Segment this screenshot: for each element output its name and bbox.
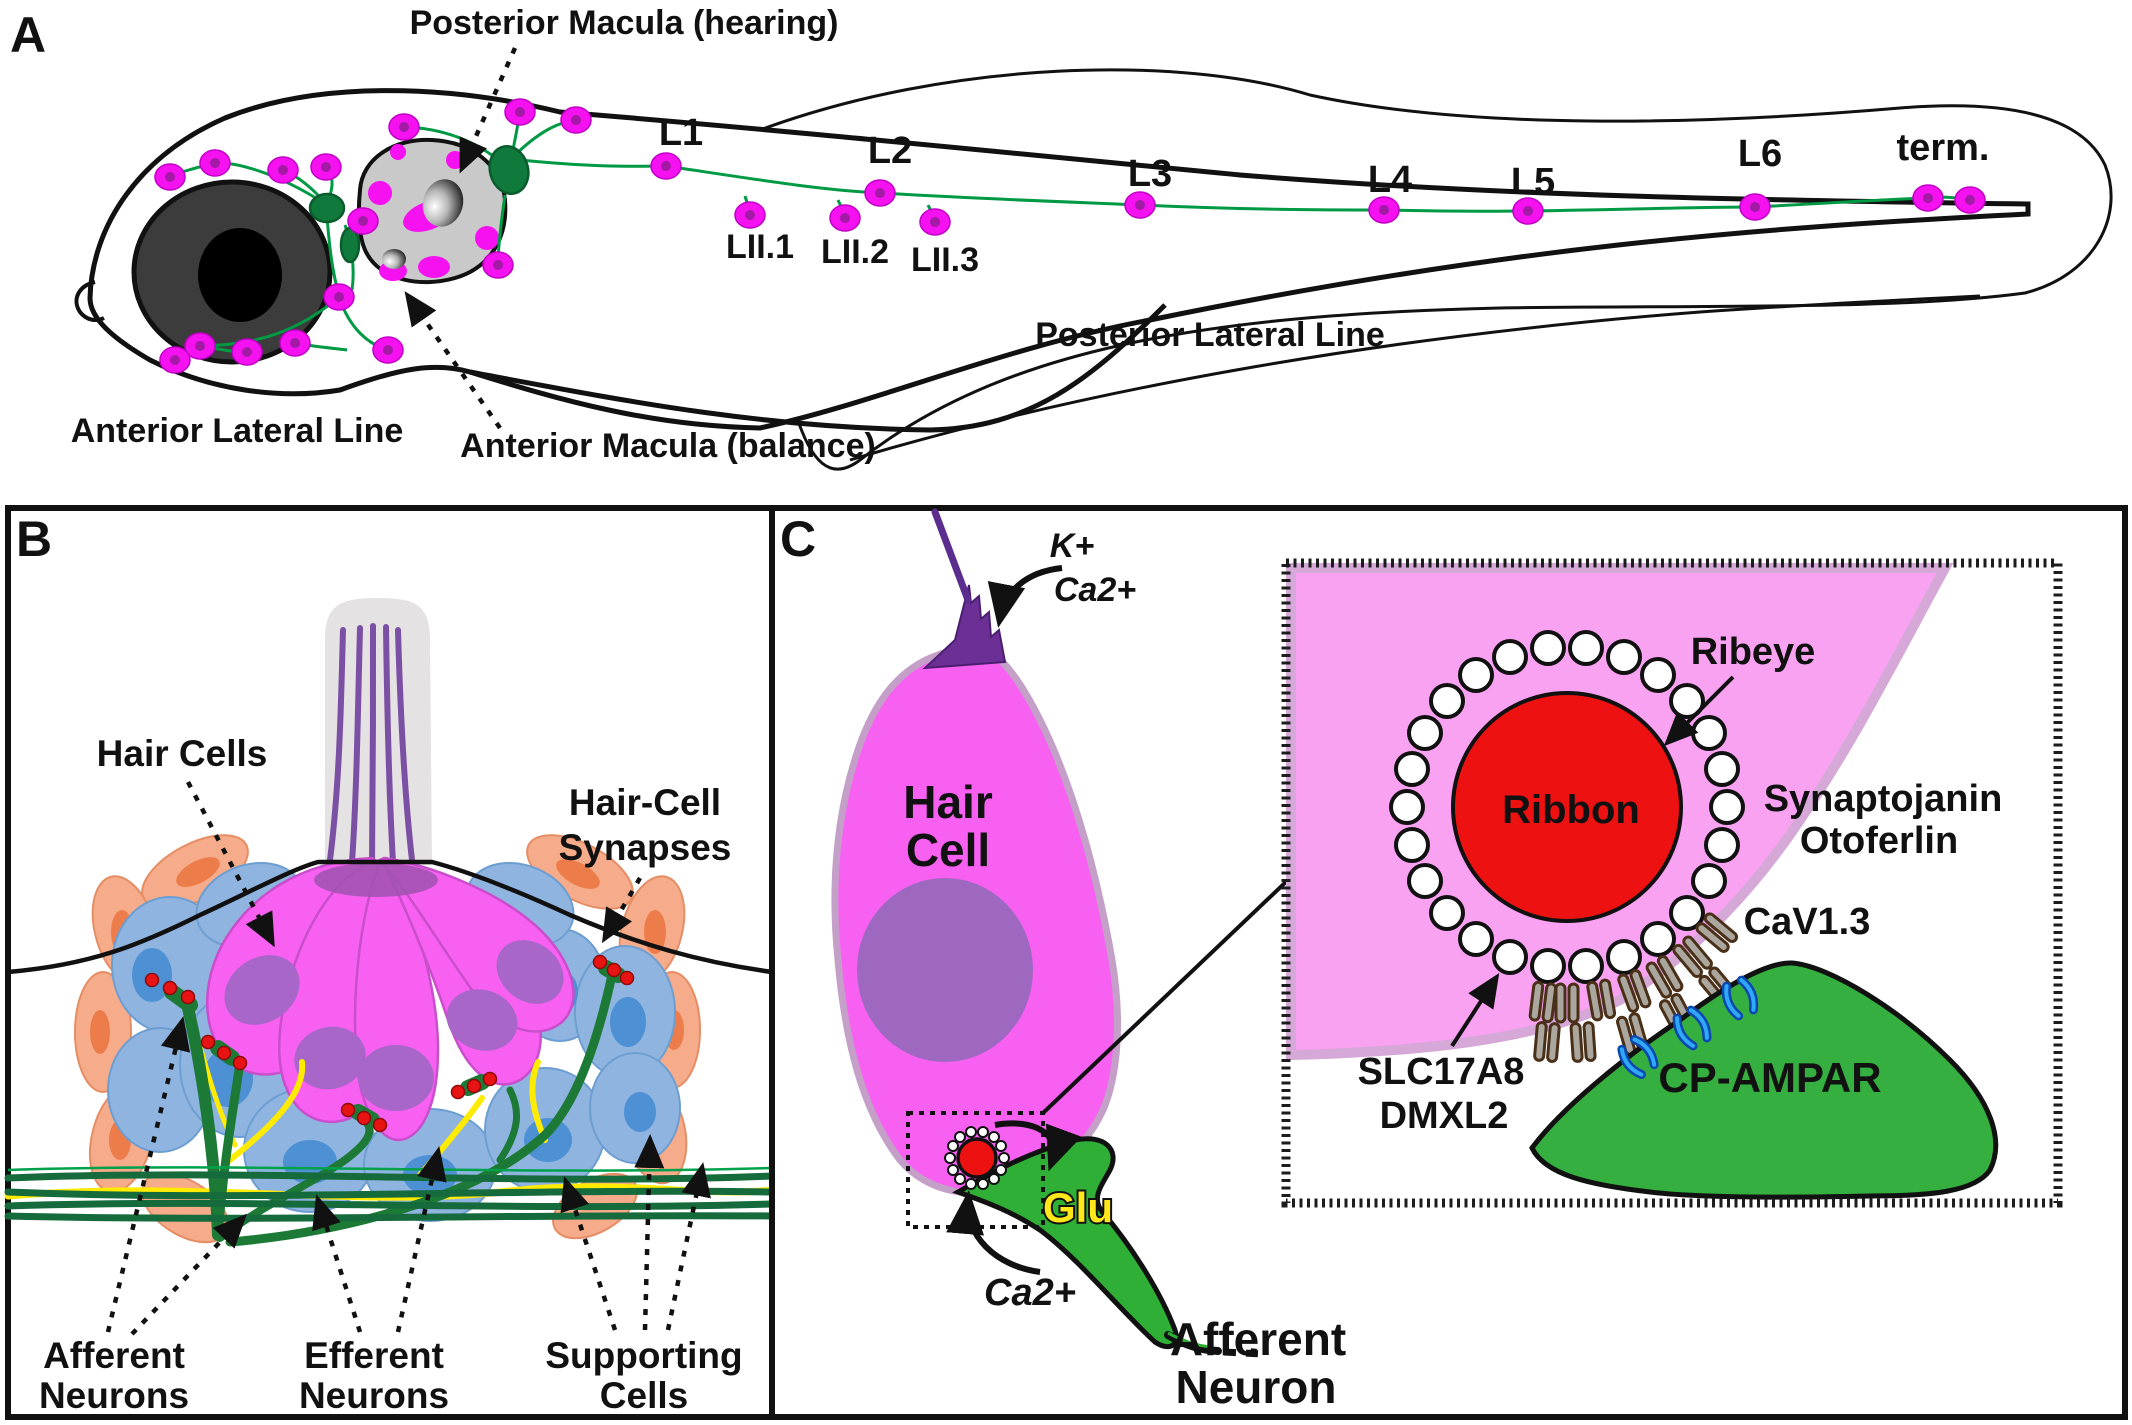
otoferlin-label: Otoferlin bbox=[1800, 820, 1958, 862]
label-lii2: LII.2 bbox=[821, 233, 889, 271]
afferent-terminal-tail-dashed bbox=[1223, 1348, 1263, 1358]
ribeye-label: Ribeye bbox=[1691, 631, 1816, 673]
hair-cell-nucleus bbox=[857, 878, 1033, 1062]
hair-cell-apical-band bbox=[314, 863, 438, 897]
fish-mouth bbox=[74, 280, 105, 322]
posterior-macula-arrow bbox=[459, 47, 518, 174]
mechanotransduction-arrow bbox=[987, 565, 1063, 628]
glu-label: Glu bbox=[1043, 1184, 1113, 1231]
anterior-macula-label: Anterior Macula (balance) bbox=[460, 427, 876, 465]
efferent-arrow-2 bbox=[395, 1146, 447, 1333]
ribeye-arrow bbox=[1663, 675, 1735, 747]
afferent-neuron-label-1: Afferent bbox=[1170, 1313, 1346, 1365]
label-lii3: LII.3 bbox=[911, 241, 979, 279]
panel-c-synapse: C K+ Ca2+ Hair Cell Glu Ca2+ Afferent Ne… bbox=[769, 505, 2128, 1420]
efferent-neurons-label-2: Neurons bbox=[299, 1375, 449, 1416]
afferent-neurons-label-1: Afferent bbox=[43, 1335, 185, 1376]
label-l5: L5 bbox=[1511, 161, 1555, 203]
inset-vesicle-ring bbox=[1389, 630, 1745, 984]
cranial-ganglia bbox=[308, 145, 530, 264]
roi-vesicle-ring bbox=[944, 1126, 1010, 1190]
fish-yolk-line bbox=[469, 303, 1167, 433]
label-l1: L1 bbox=[659, 112, 703, 154]
panel-c-tag: C bbox=[780, 511, 816, 567]
synaptojanin-label: Synaptojanin bbox=[1764, 778, 2003, 820]
slc17a8-label: SLC17A8 bbox=[1358, 1051, 1525, 1093]
supporting-arrow-3 bbox=[665, 1162, 711, 1331]
anterior-macula-arrow bbox=[404, 291, 502, 430]
stereocilia-bundle bbox=[327, 623, 415, 866]
inset-ribbon bbox=[1451, 691, 1683, 923]
skin-line bbox=[7, 859, 773, 975]
supporting-arrow-2 bbox=[634, 1134, 665, 1331]
label-l4: L4 bbox=[1368, 159, 1412, 201]
ribbon-label: Ribbon bbox=[1502, 788, 1640, 832]
k-ion-label: K+ bbox=[1050, 527, 1095, 565]
panel-a-larva-overview: A bbox=[10, 4, 2113, 471]
hair-cell-stereocilia bbox=[922, 584, 1007, 670]
posterior-otolith bbox=[422, 179, 464, 227]
hair-cells-label: Hair Cells bbox=[97, 733, 268, 774]
roi-to-inset-line bbox=[1041, 878, 1290, 1115]
posterior-macula-label: Posterior Macula (hearing) bbox=[410, 4, 839, 42]
hair-cell-synapses-label-2: Synapses bbox=[559, 827, 732, 868]
hair-cell-nuclei bbox=[224, 940, 564, 1111]
hair-cells-arrow bbox=[186, 780, 275, 948]
kinocilium bbox=[931, 508, 972, 604]
cav-label: CaV1.3 bbox=[1744, 901, 1871, 943]
roi-box bbox=[906, 1111, 1045, 1229]
hair-cell-label-2: Cell bbox=[906, 824, 990, 876]
label-l3: L3 bbox=[1128, 153, 1172, 195]
label-l6: L6 bbox=[1738, 133, 1782, 175]
anterior-lateral-line-label: Anterior Lateral Line bbox=[71, 412, 404, 450]
synapse-dots bbox=[144, 954, 635, 1133]
afferent-neuron-label-2: Neuron bbox=[1176, 1361, 1337, 1413]
panel-b-neuromast: B Hair Cells Hair-Cell Synapses Afferent… bbox=[4, 505, 776, 1420]
hair-cell-label-1: Hair bbox=[903, 776, 993, 828]
panel-b-tag: B bbox=[16, 511, 52, 567]
roi-ribbon bbox=[956, 1137, 998, 1179]
dmxl2-label: DMXL2 bbox=[1380, 1095, 1509, 1137]
posterior-lateral-line-label: Posterior Lateral Line bbox=[1035, 316, 1385, 354]
efferent-neurons-label-1: Efferent bbox=[304, 1335, 444, 1376]
supporting-cells-label-1: Supporting bbox=[545, 1335, 742, 1376]
ca-ion-top-label: Ca2+ bbox=[1054, 571, 1136, 609]
afferent-neurons-label-2: Neurons bbox=[39, 1375, 189, 1416]
hair-cell-synapses-label-1: Hair-Cell bbox=[569, 782, 721, 823]
afferent-terminal-tail-core bbox=[1167, 1331, 1213, 1349]
ca-ion-bottom-label: Ca2+ bbox=[984, 1272, 1076, 1314]
supporting-cells-label-2: Cells bbox=[600, 1375, 688, 1416]
afferent-terminal-tail bbox=[1164, 1331, 1222, 1355]
eye bbox=[131, 179, 333, 365]
nerve-bundle bbox=[4, 1166, 776, 1222]
label-term: term. bbox=[1897, 127, 1990, 169]
afferent-arrow-2 bbox=[130, 1213, 248, 1336]
panel-a-tag: A bbox=[10, 7, 46, 63]
ca-entry-arrow bbox=[946, 1190, 1041, 1275]
supporting-arrow-1 bbox=[560, 1176, 618, 1331]
glu-release-arrow bbox=[994, 1120, 1082, 1172]
label-l2: L2 bbox=[868, 130, 912, 172]
hair-cell-synapses-arrow bbox=[601, 876, 642, 944]
slc-dmxl-arrow bbox=[1450, 972, 1500, 1048]
synapse-inset: Ribbon CP-AMPAR Ribeye Synaptojanin bbox=[1281, 558, 2063, 1208]
anterior-otolith bbox=[382, 249, 406, 269]
label-lii1: LII.1 bbox=[726, 228, 794, 266]
fish-ventral-fin-line bbox=[849, 294, 1981, 462]
cp-ampar-label: CP-AMPAR bbox=[1658, 1054, 1881, 1101]
